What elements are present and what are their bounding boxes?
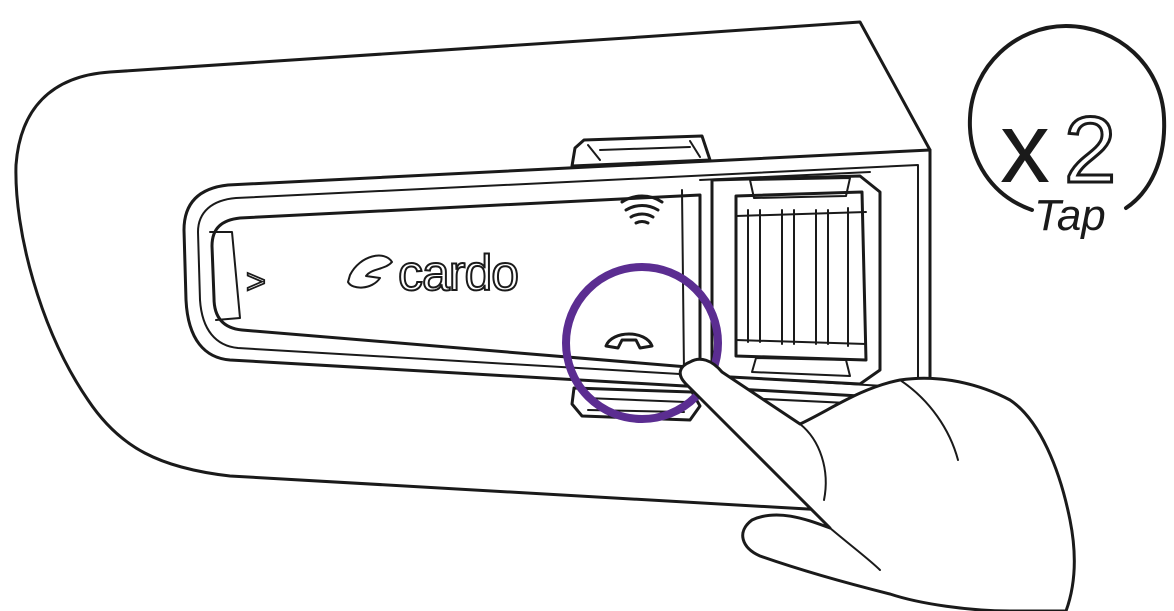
tap-multiplier: x (1000, 92, 1050, 204)
scroll-wheel[interactable] (712, 176, 880, 384)
tap-action-label: Tap (1034, 191, 1106, 240)
double-tap-badge: x 2 Tap (970, 26, 1164, 240)
brand-label: cardo (398, 245, 518, 301)
panel-chevron: > (246, 263, 266, 301)
tap-count: 2 (1064, 97, 1116, 202)
